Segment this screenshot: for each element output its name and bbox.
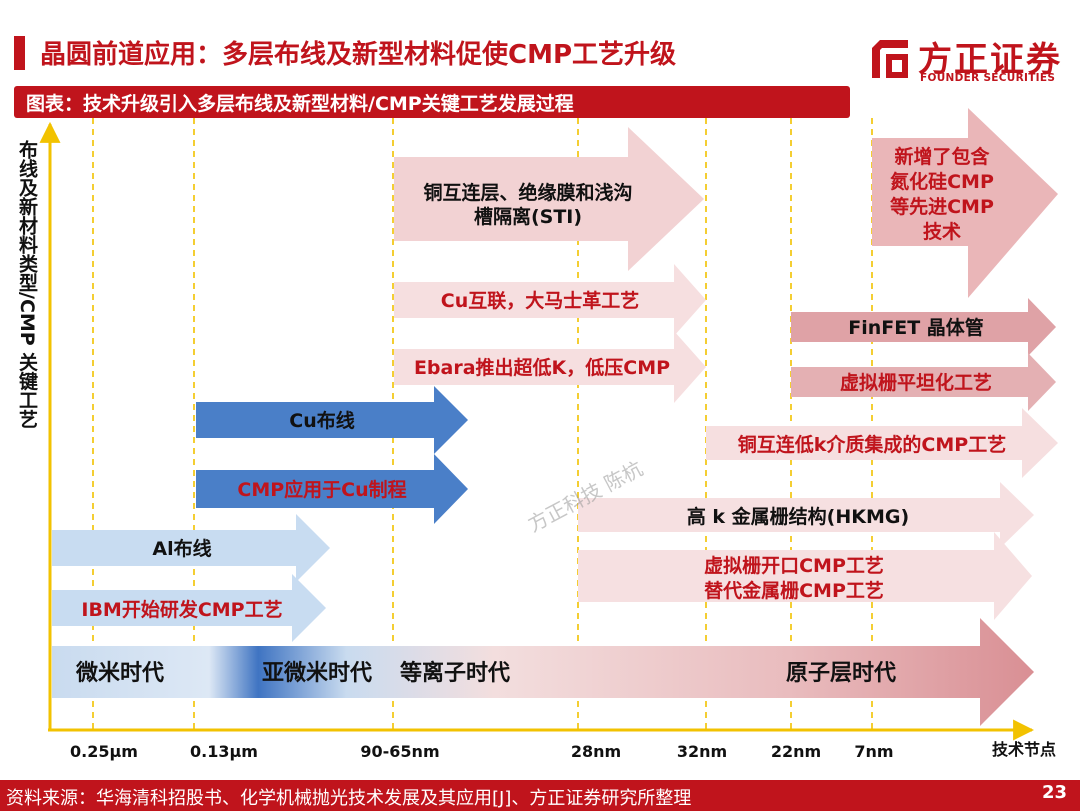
tick-label: 22nm	[771, 742, 821, 761]
arrow-shape	[394, 127, 704, 271]
tick-label: 32nm	[677, 742, 727, 761]
arrow-shape	[578, 532, 1032, 620]
logo-text-cn: 方正证券	[918, 40, 1062, 80]
arrow-text-line: 高 k 金属栅结构(HKMG)	[687, 505, 909, 528]
arrow-dummy-gate-opening: 虚拟栅开口CMP工艺 替代金属栅CMP工艺	[578, 532, 1032, 620]
title-accent-bar	[14, 36, 25, 70]
arrow-al-wiring: Al布线	[52, 514, 330, 582]
arrow-text-line: 氮化硅CMP	[890, 170, 994, 193]
arrow-cu-wiring: Cu布线	[196, 386, 468, 454]
tick-label: 28nm	[571, 742, 621, 761]
arrow-shape	[791, 353, 1056, 411]
arrow-shape	[394, 331, 706, 403]
tick-label: 0.25μm	[70, 742, 138, 761]
arrow-text-line: 虚拟栅平坦化工艺	[840, 371, 992, 394]
arrow-text-line: 铜互连低k介质集成的CMP工艺	[738, 433, 1006, 456]
arrow-ibm-cmp-research: IBM开始研发CMP工艺	[52, 574, 326, 642]
arrow-shape	[196, 454, 468, 524]
arrow-cu-interconnect: Cu互联，大马士革工艺	[394, 264, 706, 336]
source-note: 资料来源：华海清科招股书、化学机械抛光技术发展及其应用[J]、方正证券研究所整理	[6, 788, 692, 809]
era-label-atomic-layer: 原子层时代	[786, 661, 896, 686]
arrow-cmp-for-cu: CMP应用于Cu制程	[196, 454, 468, 524]
footer-band	[0, 780, 1080, 811]
arrow-text-line: Ebara推出超低K，低压CMP	[414, 356, 670, 379]
tick-label: 7nm	[854, 742, 893, 761]
arrow-shape	[196, 386, 468, 454]
arrow-new-cmp-tech: 新增了包含 氮化硅CMP 等先进CMP 技术	[872, 108, 1058, 298]
arrow-text-line: Cu布线	[289, 409, 354, 432]
x-axis-ticks: 0.25μm 0.13μm 90-65nm 28nm 32nm 22nm 7nm…	[70, 740, 1056, 761]
arrow-shape	[52, 514, 330, 582]
caption-band	[14, 86, 850, 118]
arrow-text-line: 虚拟栅开口CMP工艺	[704, 554, 884, 577]
arrow-dummy-gate-planarization: 虚拟栅平坦化工艺	[791, 353, 1056, 411]
arrow-text-line: Al布线	[152, 537, 211, 560]
logo-text-en: FOUNDER SECURITIES	[920, 72, 1056, 84]
arrow-text-line: 替代金属栅CMP工艺	[704, 579, 884, 602]
arrow-shape	[872, 108, 1058, 298]
arrow-finfet: FinFET 晶体管	[791, 298, 1056, 356]
arrow-text-line: 槽隔离(STI)	[474, 205, 582, 228]
arrow-text-line: Cu互联，大马士革工艺	[441, 289, 639, 312]
arrow-text-line: 铜互连层、绝缘膜和浅沟	[423, 181, 632, 204]
arrow-shape	[578, 482, 1034, 548]
page-number: 23	[1042, 782, 1068, 803]
tick-label: 90-65nm	[360, 742, 439, 761]
y-axis-label: 布线及新材料类型/CMP 关键工艺	[16, 140, 38, 429]
era-label-submicron: 亚微米时代	[262, 660, 372, 686]
arrow-copper-layers-sti: 铜互连层、绝缘膜和浅沟 槽隔离(STI)	[394, 127, 704, 271]
arrow-shape	[394, 264, 706, 336]
founder-logo-icon	[872, 40, 908, 78]
arrow-text-line: CMP应用于Cu制程	[237, 478, 406, 501]
arrow-text-line: IBM开始研发CMP工艺	[81, 598, 282, 621]
arrow-text-line: 等先进CMP	[889, 195, 994, 218]
arrow-shape	[791, 298, 1056, 356]
tick-label: 0.13μm	[190, 742, 258, 761]
arrow-shape	[52, 574, 326, 642]
arrow-text-line: 技术	[923, 220, 961, 243]
era-label-micron: 微米时代	[75, 660, 164, 686]
arrow-shape	[706, 408, 1058, 478]
x-axis-end-label: 技术节点	[992, 740, 1056, 759]
arrow-text-line: FinFET 晶体管	[848, 316, 984, 339]
arrow-low-k-integration-cmp: 铜互连低k介质集成的CMP工艺	[706, 408, 1058, 478]
figure-caption: 图表：技术升级引入多层布线及新型材料/CMP关键工艺发展过程	[26, 93, 574, 115]
era-arrow: 微米时代 亚微米时代 等离子时代 原子层时代	[52, 618, 1034, 726]
arrow-hkmg: 高 k 金属栅结构(HKMG)	[578, 482, 1034, 548]
era-label-plasma: 等离子时代	[400, 660, 510, 686]
arrow-ebara-low-k: Ebara推出超低K，低压CMP	[394, 331, 706, 403]
page-title: 晶圆前道应用：多层布线及新型材料促使CMP工艺升级	[40, 40, 677, 70]
arrow-text-line: 新增了包含	[894, 145, 990, 168]
